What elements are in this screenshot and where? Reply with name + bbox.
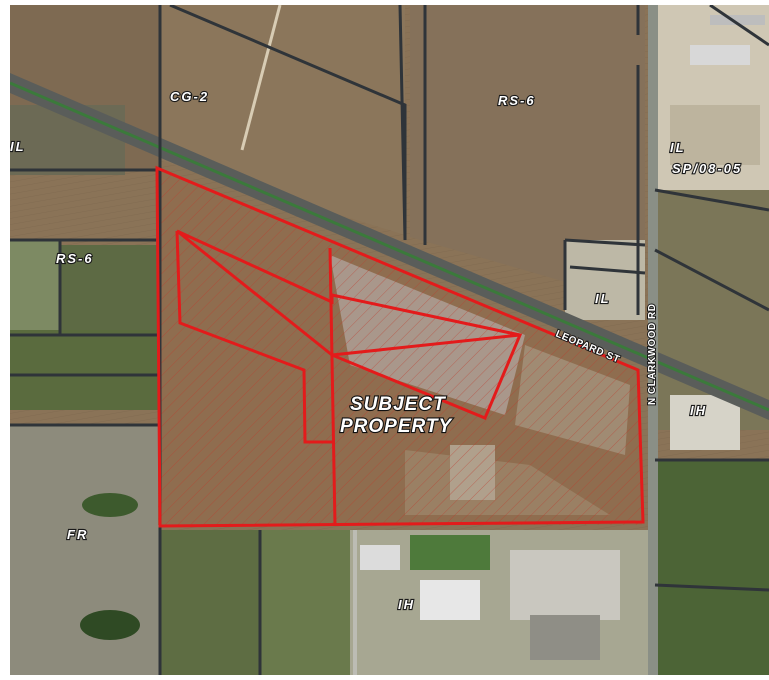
zone-label-rs6-north: RS-6 (498, 93, 536, 108)
zone-label-rs6-west: RS-6 (56, 251, 94, 266)
zone-label-il-east: IL (595, 291, 611, 306)
zone-label-sp: SP/08-05 (672, 161, 742, 176)
zoning-boundaries (10, 3, 769, 675)
zone-label-il-northeast: IL (670, 140, 686, 155)
zone-label-il-west: IL (10, 139, 26, 154)
road-label-clarkwood-rd: N CLARKWOOD RD (647, 304, 658, 405)
subject-property-label-line2: PROPERTY (340, 416, 454, 437)
subject-property-boundary[interactable] (155, 165, 645, 528)
aerial-zoning-map: CG-2 RS-6 RS-6 IL IL SP/08-05 IL IH FR I… (9, 3, 769, 675)
subject-property-label-line1: SUBJECT (350, 394, 446, 415)
zone-label-cg2: CG-2 (170, 89, 209, 104)
clarkwood-rd-road (648, 5, 658, 675)
zone-label-ih-south: IH (398, 597, 415, 612)
zone-label-ih-east: IH (690, 403, 707, 418)
zone-label-fr: FR (67, 527, 88, 542)
